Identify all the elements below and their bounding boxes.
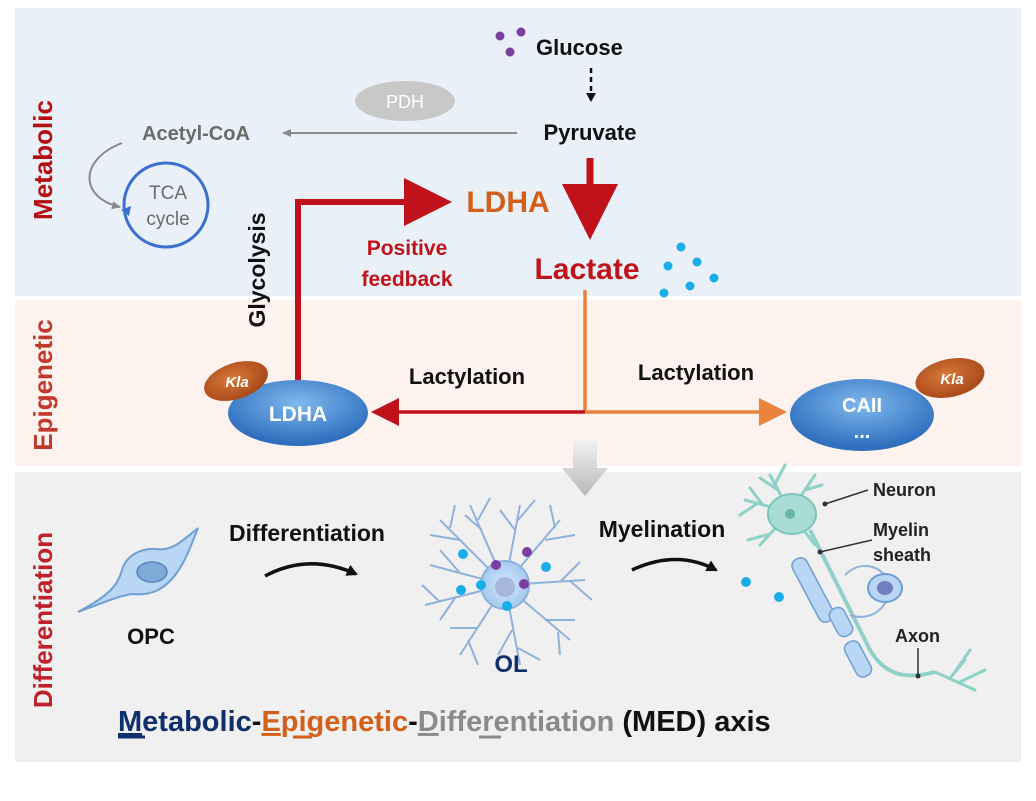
ol-glucose-dot (522, 547, 532, 557)
pdh-label: PDH (386, 92, 424, 112)
lactate-dot (692, 257, 702, 267)
tca-label-line2: cycle (146, 209, 189, 230)
glycolysis-label: Glycolysis (244, 212, 270, 327)
differentiation-arrow (264, 562, 358, 578)
caii-protein-label: CAII (842, 395, 882, 417)
pyruvate-label: Pyruvate (544, 120, 637, 145)
lactate-dot (676, 242, 686, 252)
ol-lactate-dot (502, 601, 512, 611)
ol-glucose-dot (491, 560, 501, 570)
metabolic-side-label: Metabolic (28, 100, 58, 220)
med-epigenetic: pigenetic (281, 706, 408, 738)
positive-feedback-line2: feedback (361, 268, 452, 291)
caii-ellipsis: ... (854, 421, 871, 443)
differentiation-step-label: Differentiation (229, 520, 385, 546)
med-e: E (261, 706, 280, 738)
ldha-enzyme-label: LDHA (466, 186, 549, 219)
axon-pointer-dot (915, 673, 921, 679)
acetylcoa-to-tca-arrow (88, 142, 123, 210)
ol-nucleus (495, 577, 515, 597)
myelin-sheath-label-line1: Myelin (873, 520, 929, 540)
epigenetic-side-label: Epigenetic (28, 319, 58, 450)
neuron-lactate-dot (774, 592, 784, 602)
glucose-dot (516, 27, 526, 37)
med-axis-tail: (MED) axis (614, 706, 770, 738)
myelin-sheath-label-line2: sheath (873, 545, 931, 565)
opc-label: OPC (127, 624, 175, 649)
lactate-dot (709, 273, 719, 283)
glucose-dot (505, 47, 515, 57)
med-differentiation: ifferentiation (439, 706, 615, 738)
ol-label: OL (494, 651, 527, 678)
med-dash1: - (252, 706, 262, 738)
tca-cycle-arrowhead (121, 206, 131, 216)
neuron-pointer-dot (822, 501, 828, 507)
med-m: M (118, 706, 142, 738)
differentiation-side-label: Differentiation (28, 532, 58, 708)
ldha-protein (228, 380, 368, 446)
tca-label-line1: TCA (149, 183, 187, 204)
lactate-dot (663, 261, 673, 271)
ol-glucose-dot (519, 579, 529, 589)
kla-right-badge (915, 358, 985, 398)
neuron-label: Neuron (873, 480, 936, 500)
ol-lactate-dot (541, 562, 551, 572)
lactylation-right-label: Lactylation (638, 360, 754, 385)
med-d: D (418, 706, 439, 738)
myelination-label: Myelination (599, 516, 726, 542)
acetyl-coa-label: Acetyl-CoA (142, 123, 250, 145)
lactate-dot (685, 281, 695, 291)
glucose-dot (495, 31, 505, 41)
ldha-protein-label: LDHA (269, 403, 327, 426)
opc-cell (77, 527, 199, 613)
ol-cell (421, 497, 593, 666)
med-axis-title: Metabolic-Epigenetic-Differentiation (ME… (118, 706, 771, 738)
metabolic-panel (15, 8, 1021, 296)
myelination-arrow (631, 557, 718, 572)
neuron-pointer (824, 489, 869, 505)
med-metabolic: etabolic (142, 706, 252, 738)
med-dash2: - (408, 706, 418, 738)
glucose-label: Glucose (536, 35, 623, 60)
lactate-dot (659, 288, 669, 298)
lactylation-left-label: Lactylation (409, 364, 525, 389)
pdh-enzyme (355, 81, 455, 121)
myelin-sheath-pointer-dot (817, 549, 823, 555)
ol-lactate-dot (476, 580, 486, 590)
ol-lactate-dot (458, 549, 468, 559)
lactate-label: Lactate (534, 253, 639, 286)
caii-protein (790, 379, 934, 451)
kla-right-label: Kla (940, 371, 963, 388)
ol-lactate-dot (456, 585, 466, 595)
neuron-lactate-dot (741, 577, 751, 587)
kla-left-badge (204, 361, 268, 401)
epigenetic-to-differentiation-arrow (562, 440, 608, 496)
neuron (738, 463, 987, 692)
myelin-sheath-pointer (819, 539, 873, 553)
axon-label: Axon (895, 626, 940, 646)
positive-feedback-line1: Positive (367, 237, 448, 260)
kla-left-label: Kla (225, 374, 248, 391)
tca-cycle-circle (122, 161, 210, 249)
positive-feedback-arrow (295, 178, 452, 383)
